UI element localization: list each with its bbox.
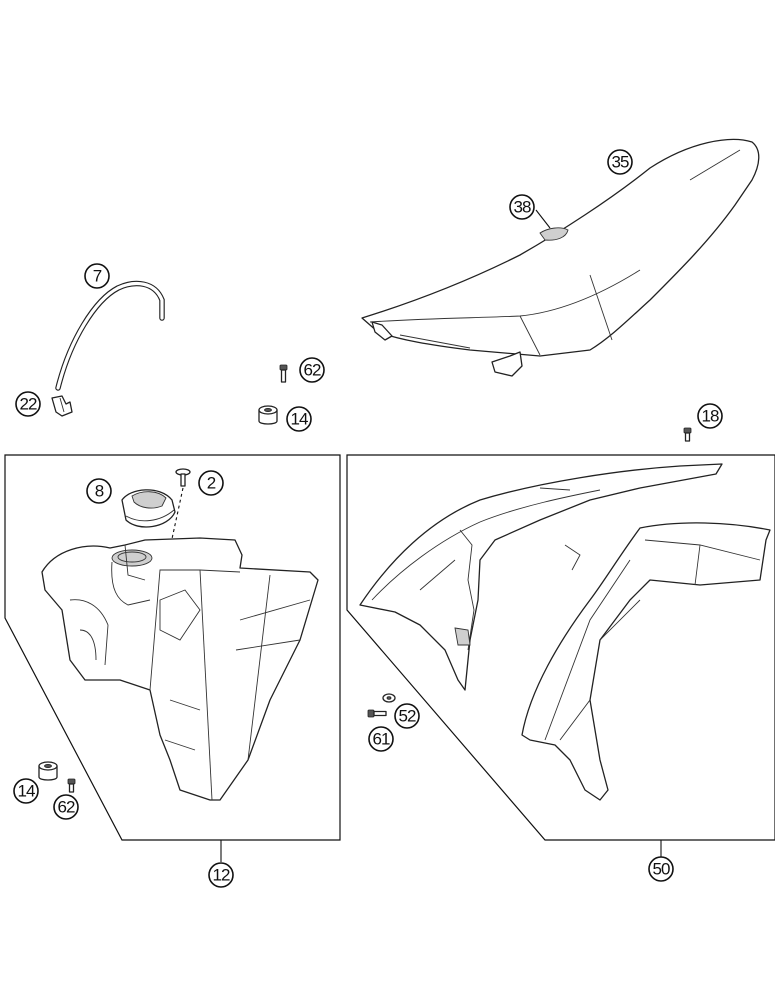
- svg-text:22: 22: [20, 395, 37, 414]
- callout-50: 50: [648, 856, 674, 882]
- callout-62-top: 62: [299, 357, 325, 383]
- svg-text:38: 38: [514, 198, 531, 217]
- svg-text:62: 62: [58, 798, 75, 817]
- callout-14-bottom: 14: [13, 778, 39, 804]
- svg-text:14: 14: [18, 782, 35, 801]
- hose-elbow-fitting: [51, 395, 73, 417]
- screw-61: [367, 709, 387, 718]
- bushing-top: [258, 405, 278, 425]
- leader-38: [535, 209, 551, 229]
- svg-text:12: 12: [213, 866, 230, 885]
- callout-52: 52: [394, 703, 420, 729]
- callout-14-top: 14: [286, 406, 312, 432]
- radiator-spoiler-left: [359, 463, 723, 691]
- radiator-spoiler-right: [521, 522, 771, 801]
- callout-7: 7: [84, 263, 110, 289]
- callout-22: 22: [15, 391, 41, 417]
- bolt-2: [169, 468, 191, 549]
- svg-text:61: 61: [373, 730, 390, 749]
- bushing-bottom: [38, 761, 58, 781]
- svg-text:52: 52: [399, 707, 416, 726]
- svg-text:50: 50: [653, 860, 670, 879]
- washer-52: [382, 693, 396, 703]
- fuel-tank: [41, 537, 319, 801]
- svg-text:62: 62: [304, 361, 321, 380]
- callout-62-bottom: 62: [53, 794, 79, 820]
- fuel-cap: [121, 489, 176, 528]
- svg-text:2: 2: [207, 474, 216, 493]
- seat: [361, 138, 760, 377]
- svg-text:18: 18: [702, 407, 719, 426]
- tank-group-frame: [4, 454, 341, 841]
- callout-61: 61: [368, 726, 394, 752]
- fuel-hose: [55, 280, 165, 391]
- svg-text:8: 8: [95, 482, 104, 501]
- svg-text:35: 35: [612, 153, 629, 172]
- callout-8: 8: [86, 478, 112, 504]
- svg-text:14: 14: [291, 410, 308, 429]
- callout-38: 38: [509, 194, 535, 220]
- callout-12: 12: [208, 862, 234, 888]
- callout-2: 2: [198, 470, 224, 496]
- svg-text:7: 7: [93, 267, 102, 286]
- screw-top: [279, 364, 288, 383]
- callout-35: 35: [607, 149, 633, 175]
- spoiler-group-frame: [346, 454, 775, 841]
- screw-18: [683, 427, 692, 442]
- screw-bottom: [67, 778, 76, 793]
- callout-18: 18: [697, 403, 723, 429]
